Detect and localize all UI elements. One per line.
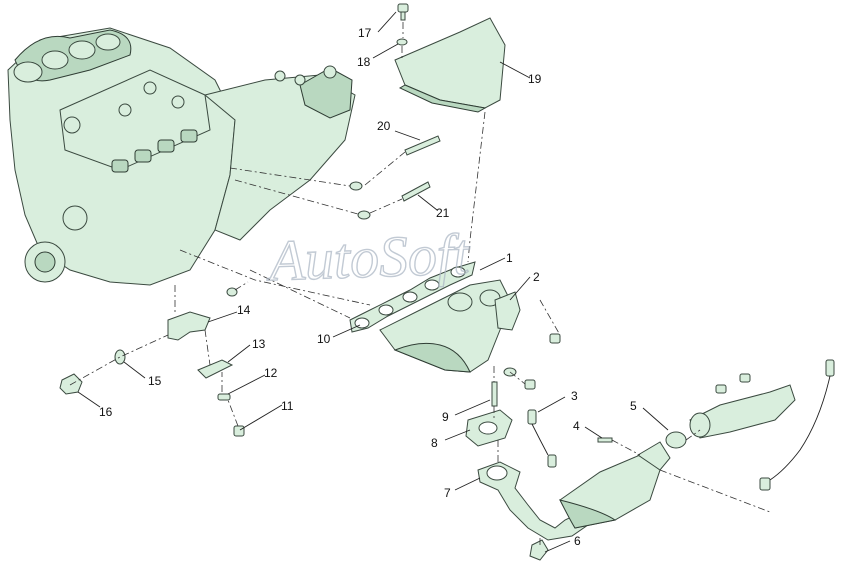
callout-9: 9 xyxy=(442,410,449,424)
stud-12 xyxy=(217,393,231,401)
callout-17: 17 xyxy=(358,26,372,40)
callout-2: 2 xyxy=(533,270,540,284)
callout-14: 14 xyxy=(237,303,251,317)
washer-20 xyxy=(349,181,363,191)
bracket-13 xyxy=(197,359,234,379)
callout-15: 15 xyxy=(148,374,162,388)
heat-shield-icon xyxy=(394,17,506,113)
gearbox-icon xyxy=(203,65,356,241)
oxygen-sensor-icon xyxy=(527,409,557,468)
spacer-11 xyxy=(233,425,245,437)
washer-14a xyxy=(226,287,238,297)
exhaust-manifold-icon xyxy=(379,279,511,373)
nut-flange xyxy=(524,379,536,390)
pipe-section-rear xyxy=(689,384,796,439)
callout-11: 11 xyxy=(281,399,294,413)
callout-7: 7 xyxy=(444,486,451,500)
bracket-14 xyxy=(167,311,211,341)
callout-3: 3 xyxy=(571,389,578,403)
callout-16: 16 xyxy=(99,405,113,419)
stud-20 xyxy=(404,135,441,156)
oxygen-sensor-rear xyxy=(759,359,835,491)
callout-4: 4 xyxy=(573,419,580,433)
washer-15 xyxy=(114,349,126,365)
stud-9 xyxy=(491,381,498,407)
pipe-nuts xyxy=(715,373,751,394)
bolt-17 xyxy=(397,3,409,21)
callout-18: 18 xyxy=(357,55,371,69)
callout-19: 19 xyxy=(528,72,542,86)
flange-gasket-5 xyxy=(665,431,687,449)
callout-10: 10 xyxy=(317,332,331,346)
callout-21: 21 xyxy=(436,206,450,220)
engine-assembly-icon xyxy=(7,27,236,286)
nut-6 xyxy=(529,539,549,561)
flange-gasket-8 xyxy=(465,409,513,447)
callout-1: 1 xyxy=(506,251,513,265)
bracket-2 xyxy=(494,291,521,331)
washer-21 xyxy=(357,210,371,220)
bolt-4 xyxy=(597,437,613,443)
callout-8: 8 xyxy=(431,436,438,450)
nut-manifold xyxy=(549,333,561,344)
callout-13: 13 xyxy=(252,337,266,351)
watermark: AutoSoft xyxy=(264,221,472,293)
callout-5: 5 xyxy=(630,399,637,413)
catalytic-converter-icon xyxy=(559,441,671,529)
callout-20: 20 xyxy=(377,119,391,133)
downpipe-7 xyxy=(477,461,599,541)
callout-6: 6 xyxy=(574,534,581,548)
stud-21 xyxy=(401,181,431,202)
callout-12: 12 xyxy=(264,366,278,380)
washer-18 xyxy=(396,38,408,46)
